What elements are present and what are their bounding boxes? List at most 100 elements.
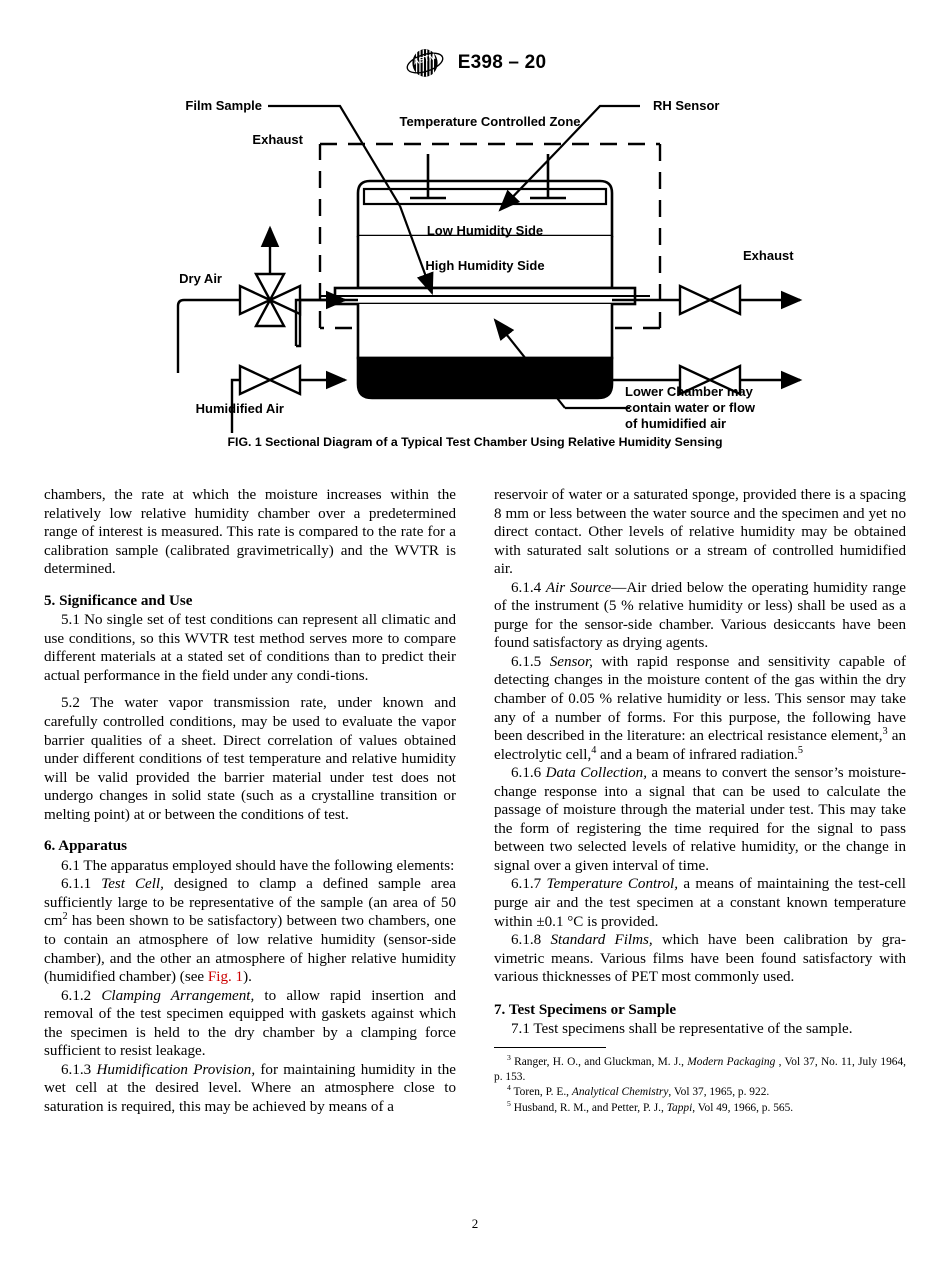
paragraph-continuation-left: chambers, the rate at which the moisture… (44, 487, 456, 578)
paragraph-continuation-right: reservoir of water or a saturated sponge… (494, 487, 906, 578)
dry-air-line (176, 298, 240, 373)
paragraph-6-1-6: 6.1.6 Data Collection, a means to conver… (494, 764, 906, 875)
area-exponent: 2 (62, 911, 68, 923)
paragraph-6-1-4: 6.1.4 Air Source—Air dried below the ope… (494, 579, 906, 653)
right-column: reservoir of water or a saturated sponge… (494, 486, 906, 1117)
footnote-rule (494, 1047, 606, 1049)
label-high-humidity-side: High Humidity Side (425, 258, 544, 273)
figure-1-diagram: Film Sample Exhaust Dry Air Humidified A… (0, 88, 950, 498)
paragraph-6-1-8-body: which have been calibration by gra-vimet… (494, 932, 906, 986)
paragraph-6-1-2-term: Clamping Arrangement, (101, 987, 255, 1004)
paragraph-6-1-3-term: Humidification Provision, (96, 1061, 256, 1078)
two-way-valve-upper-right (678, 284, 742, 316)
figure-1: Film Sample Exhaust Dry Air Humidified A… (0, 88, 950, 498)
paragraph-6-1-2-number: 6.1.2 (61, 987, 92, 1004)
footnote-4: 4 Toren, P. E., Analytical Chemistry, Vo… (494, 1083, 906, 1100)
paragraph-6-1-1-term: Test Cell, (101, 876, 164, 893)
paragraph-5-1: 5.1 No single set of test conditions can… (44, 612, 456, 684)
footnote-4-title: Analytical Chemistry (571, 1086, 669, 1099)
label-low-humidity-side: Low Humidity Side (427, 223, 543, 238)
figure-1-link[interactable]: Fig. 1 (207, 969, 244, 986)
figure-caption: FIG. 1 Sectional Diagram of a Typical Te… (227, 435, 723, 449)
footnote-3-marker: 3 (507, 1053, 511, 1063)
paragraph-6-1-4-body: —Air dried below the operating humidity … (494, 579, 906, 652)
page-number: 2 (471, 1216, 479, 1231)
document-designation: E398 – 20 (457, 52, 547, 73)
label-rh-sensor: RH Sensor (653, 98, 719, 113)
footnote-3-post: , Vol 37, No. 11, July 1964, p. 153. (494, 1056, 907, 1083)
label-lower-chamber-3: of humidified air (625, 416, 726, 431)
heading-section-5: 5. Significance and Use (44, 592, 193, 609)
paragraph-6-1-6-body: a means to convert the sensor’s moisture… (494, 765, 906, 874)
paragraph-6-1-1-text-a: designed to clamp a defined sample area … (44, 876, 456, 930)
label-exhaust-left: Exhaust (252, 132, 303, 147)
footnote-3-title: Modern Packaging (687, 1056, 776, 1069)
label-humidified-air: Humidified Air (196, 401, 284, 416)
footnote-4-marker: 4 (507, 1083, 511, 1093)
paragraph-6-1-5-text-a: with rapid response and sensitivity capa… (494, 653, 906, 745)
paragraph-6-1-1-text-b: has been shown to be satisfactory) betwe… (44, 913, 456, 986)
paragraph-6-1-1: 6.1.1 Test Cell, designed to clamp a def… (44, 875, 456, 986)
rh-sensor-leader (498, 147, 561, 212)
paragraph-6-1-3: 6.1.3 Humidification Provision, for main… (44, 1061, 456, 1117)
footnote-ref-3[interactable]: 3 (882, 726, 888, 738)
label-lower-chamber-2: contain water or flow (625, 400, 756, 415)
lower-chamber-leader (493, 318, 566, 409)
paragraph-6-1-7-term: Temperature Control, (546, 876, 679, 893)
paragraph-6-1-5-text-c: and a beam of infrared radiation. (596, 746, 798, 763)
footnote-4-post: , Vol 37, 1965, p. 922. (668, 1086, 770, 1099)
label-film-sample: Film Sample (185, 98, 262, 113)
footnotes-block: 3 Ranger, H. O., and Gluckman, M. J., Mo… (494, 1047, 906, 1116)
paragraph-6-1-8-term: Standard Films, (550, 932, 653, 949)
left-column: chambers, the rate at which the moisture… (44, 486, 456, 1117)
paragraph-6-1-2-body: to allow rapid insertion and removal of … (44, 987, 456, 1060)
paragraph-6-1-3-body: for maintaining humidity in the wet cell… (44, 1061, 456, 1115)
paragraph-6-1-7: 6.1.7 Temperature Control, a means of ma… (494, 875, 906, 931)
paragraph-7-1: 7.1 Test specimens shall be representati… (511, 1021, 853, 1038)
page-header: ASTM E398 – 20 (0, 46, 950, 80)
label-dry-air: Dry Air (179, 271, 222, 286)
paragraph-6-1-4-term: Air Source (545, 579, 612, 596)
label-exhaust-right: Exhaust (743, 248, 794, 263)
high-humidity-chamber (356, 304, 614, 360)
paragraph-6-1-4-number: 6.1.4 (511, 579, 542, 596)
paragraph-6-1-8: 6.1.8 Standard Films, which have been ca… (494, 931, 906, 987)
footnote-5: 5 Husband, R. M., and Petter, P. J., Tap… (494, 1099, 906, 1116)
paragraph-6-1-1-number: 6.1.1 (61, 876, 92, 893)
three-way-valve (238, 272, 302, 328)
paragraph-6-1-6-term: Data Collection, (545, 765, 647, 782)
paragraph-6-1-1-text-c: ). (243, 969, 252, 986)
footnote-ref-5[interactable]: 5 (797, 744, 804, 756)
two-way-valve-left (238, 364, 302, 396)
footnote-3: 3 Ranger, H. O., and Gluckman, M. J., Mo… (494, 1053, 907, 1084)
footnote-5-post: , Vol 49, 1966, p. 565. (692, 1101, 794, 1114)
paragraph-6-1-5-text-b: an electrolytic cell, (494, 728, 906, 763)
paragraph-6-1-5-term: Sensor, (549, 653, 593, 670)
paragraph-6-1-7-body: a means of maintaining the test-cell pur… (494, 876, 906, 930)
water-reservoir (356, 356, 614, 400)
paragraph-6-1-5-number: 6.1.5 (511, 653, 542, 670)
paragraph-6-1-7-number: 6.1.7 (511, 876, 542, 893)
footnote-5-marker: 5 (507, 1099, 511, 1109)
paragraph-5-2: 5.2 The water vapor transmission rate, u… (44, 695, 456, 823)
paragraph-6-1-6-number: 6.1.6 (511, 765, 542, 782)
footnote-4-pre: Toren, P. E., (510, 1086, 572, 1099)
label-lower-chamber-1: Lower Chamber may (625, 384, 754, 399)
paragraph-6-1-8-number: 6.1.8 (511, 932, 542, 949)
heading-section-7: 7. Test Specimens or Sample (494, 1001, 677, 1018)
sensor-channel (362, 187, 608, 206)
paragraph-6-1-3-number: 6.1.3 (61, 1061, 92, 1078)
paragraph-6-1-5: 6.1.5 Sensor, with rapid response and se… (494, 653, 906, 764)
body-columns: chambers, the rate at which the moisture… (44, 486, 906, 1117)
footnote-5-pre: Husband, R. M., and Petter, P. J., (510, 1101, 667, 1114)
spacer (44, 685, 456, 694)
paragraph-6-1-2: 6.1.2 Clamping Arrangement, to allow rap… (44, 987, 456, 1061)
heading-section-6: 6. Apparatus (44, 838, 128, 855)
footnote-5-title: Tappi (666, 1101, 693, 1114)
film-sample-leader (398, 205, 434, 296)
footnote-ref-4[interactable]: 4 (591, 744, 597, 756)
footnote-3-pre: Ranger, H. O., and Gluckman, M. J., (510, 1056, 688, 1069)
paragraph-6-1: 6.1 The apparatus employed should have t… (61, 857, 455, 874)
label-temperature-zone: Temperature Controlled Zone (399, 114, 580, 129)
astm-logo-icon: ASTM (406, 49, 444, 77)
